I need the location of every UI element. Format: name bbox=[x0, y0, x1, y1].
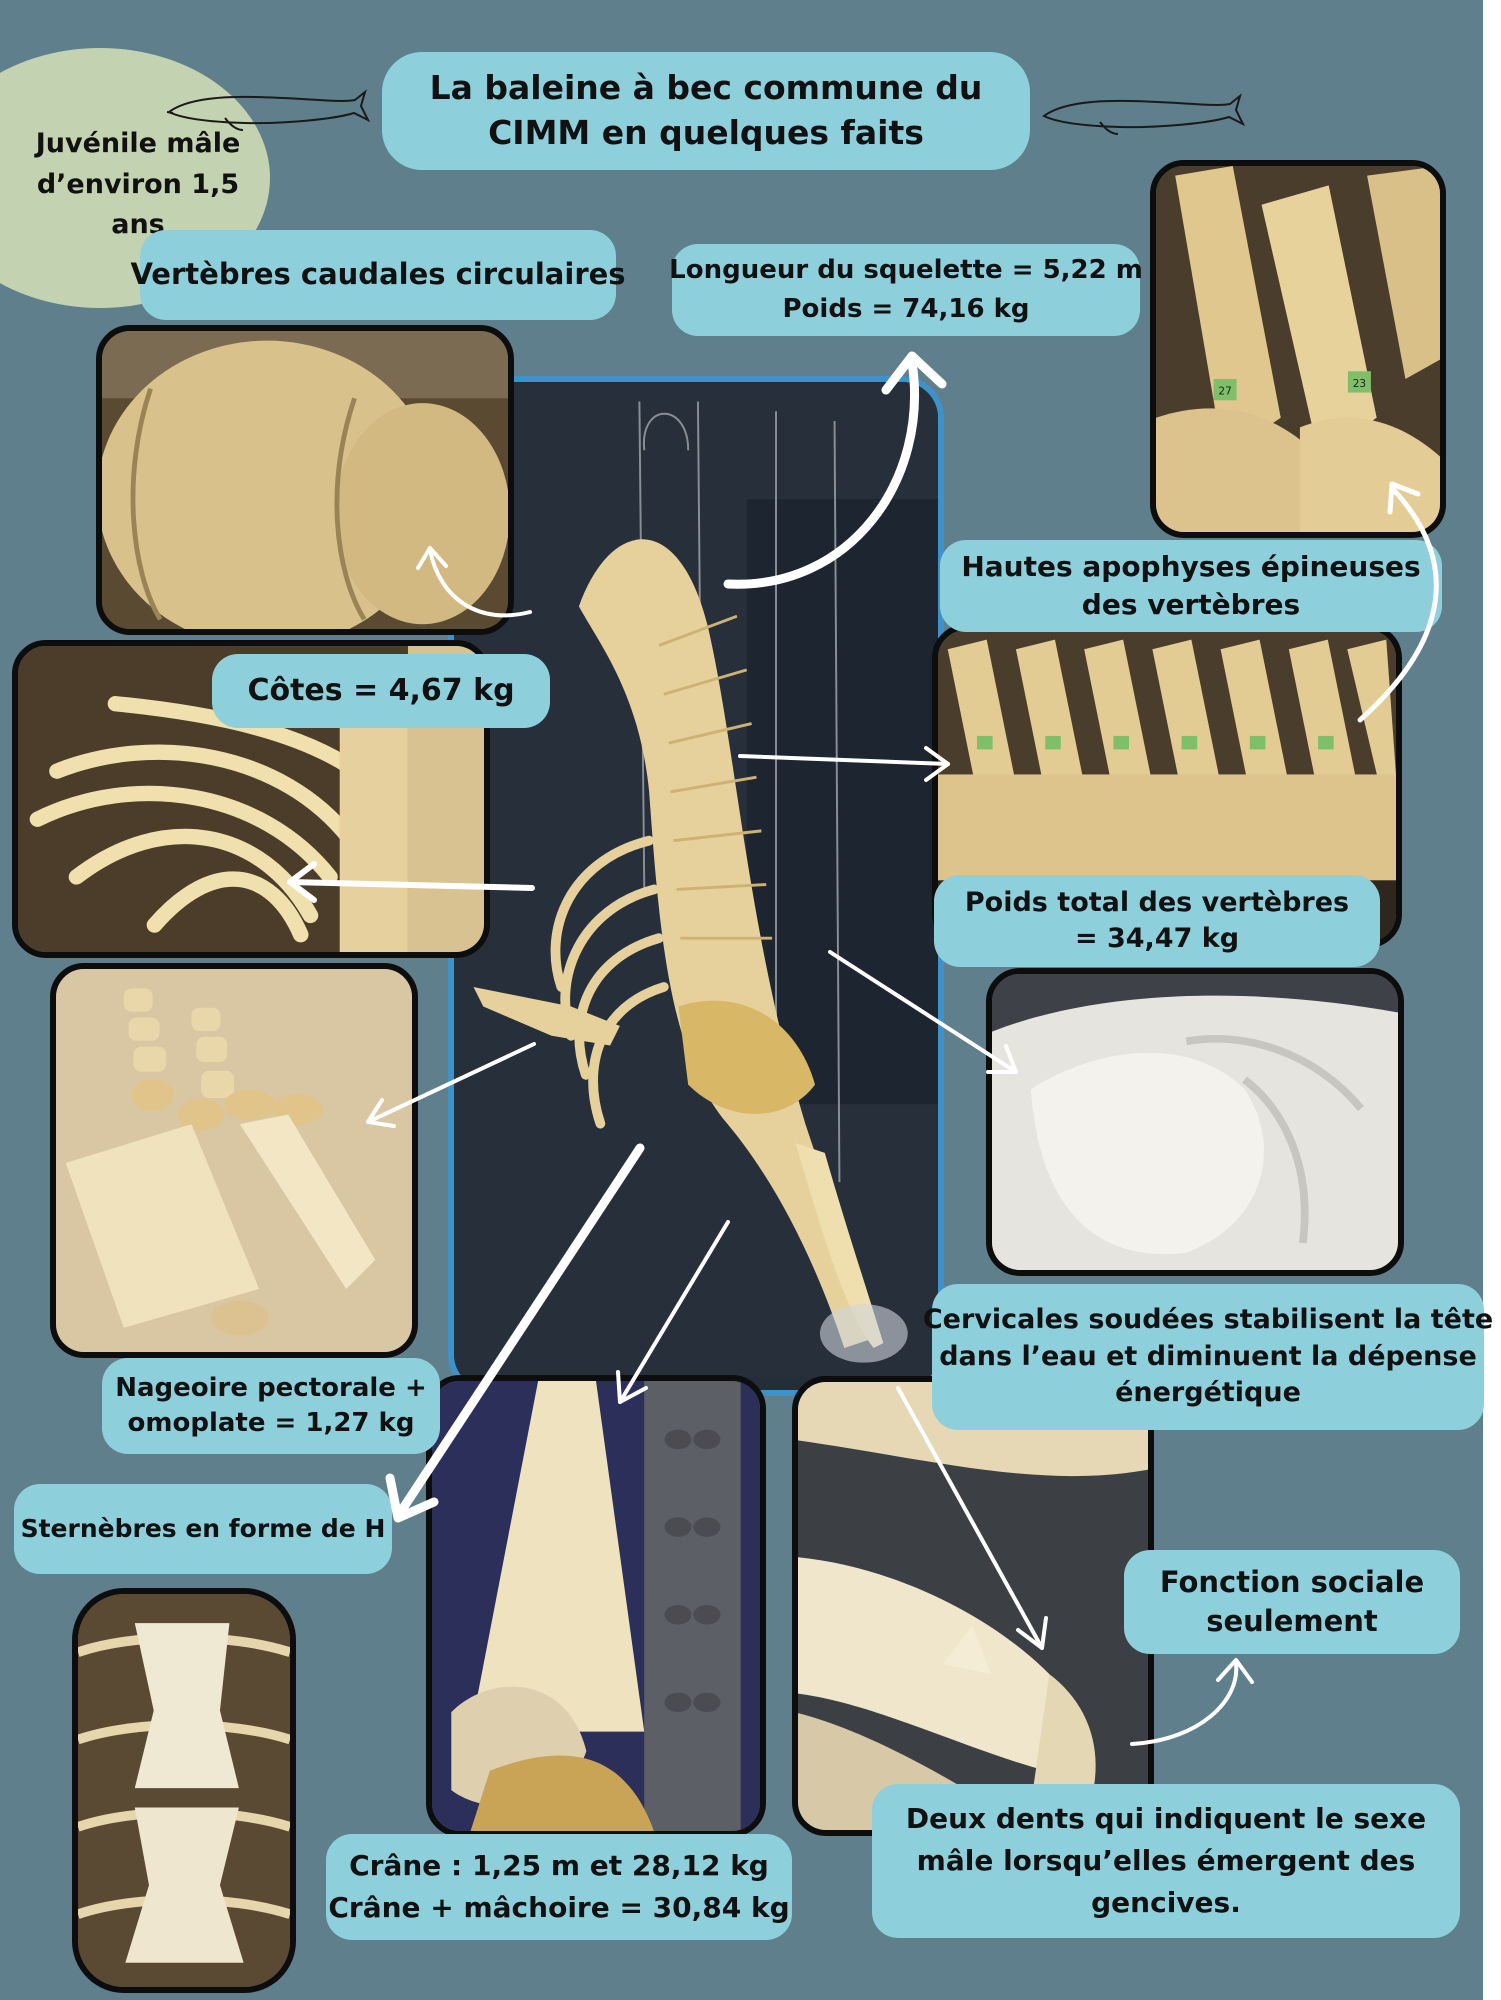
social-function-line-1: Fonction sociale bbox=[1159, 1564, 1425, 1599]
social-function-label: Fonction sociale seulement bbox=[1124, 1550, 1460, 1654]
whale-icon-right bbox=[1042, 93, 1245, 135]
skull-label: Crâne : 1,25 m et 28,12 kg Crâne + mâcho… bbox=[326, 1834, 792, 1940]
cervical-vertebrae-photo bbox=[986, 968, 1404, 1276]
vertebra-tag-23: 23 bbox=[1353, 378, 1366, 390]
caudal-vertebrae-photo bbox=[96, 325, 514, 635]
vertebrae-weight-line-1: Poids total des vertèbres bbox=[964, 886, 1350, 918]
pectoral-fin-line-2: omoplate = 1,27 kg bbox=[127, 1408, 415, 1438]
juvenile-line-2: d’environ 1,5 ans bbox=[36, 168, 240, 241]
teeth-line-3: gencives. bbox=[1091, 1886, 1241, 1919]
sternebrae-photo bbox=[72, 1588, 296, 1993]
social-function-line-2: seulement bbox=[1206, 1604, 1378, 1638]
cervical-line-1: Cervicales soudées stabilisent la tête bbox=[922, 1304, 1494, 1336]
pectoral-fin-label: Nageoire pectorale + omoplate = 1,27 kg bbox=[102, 1358, 440, 1454]
title-banner: La baleine à bec commune du CIMM en quel… bbox=[382, 52, 1030, 170]
sternebrae-text: Sternèbres en forme de H bbox=[20, 1514, 386, 1544]
whale-icon-left bbox=[166, 89, 370, 131]
skeleton-length-text: Longueur du squelette = 5,22 m bbox=[669, 255, 1143, 285]
skull-photo bbox=[426, 1375, 766, 1837]
cervical-line-3: énergétique bbox=[1115, 1377, 1301, 1409]
sternebrae-label: Sternèbres en forme de H bbox=[14, 1484, 392, 1574]
teeth-line-1: Deux dents qui indiquent le sexe bbox=[905, 1802, 1427, 1835]
skeleton-weight-text: Poids = 74,16 kg bbox=[782, 294, 1030, 324]
caudal-vertebrae-text: Vertèbres caudales circulaires bbox=[130, 257, 626, 292]
spinous-processes-label: Hautes apophyses épineuses des vertèbres bbox=[940, 540, 1442, 632]
title-line-1: La baleine à bec commune du bbox=[429, 68, 983, 108]
spinous-processes-photo: 27 23 bbox=[1150, 160, 1446, 538]
spinous-processes-line-2: des vertèbres bbox=[1081, 588, 1301, 621]
cervical-line-2: dans l’eau et diminuent la dépense bbox=[939, 1340, 1477, 1372]
skull-line-2: Crâne + mâchoire = 30,84 kg bbox=[328, 1891, 790, 1924]
cervical-label: Cervicales soudées stabilisent la tête d… bbox=[923, 1284, 1493, 1430]
title-line-2: CIMM en quelques faits bbox=[488, 113, 924, 152]
skull-line-1: Crâne : 1,25 m et 28,12 kg bbox=[349, 1849, 769, 1882]
skeleton-photo bbox=[448, 376, 944, 1396]
arrow-to-social-head bbox=[1216, 1658, 1254, 1684]
vertebra-tag-27: 27 bbox=[1218, 385, 1231, 397]
vertebrae-weight-line-2: = 34,47 kg bbox=[1074, 923, 1240, 954]
teeth-label: Deux dents qui indiquent le sexe mâle lo… bbox=[872, 1784, 1460, 1938]
caudal-vertebrae-label: Vertèbres caudales circulaires bbox=[130, 230, 626, 320]
juvenile-line-1: Juvénile mâle bbox=[35, 128, 241, 159]
pectoral-fin-photo bbox=[50, 963, 418, 1358]
vertebrae-weight-label: Poids total des vertèbres = 34,47 kg bbox=[934, 875, 1380, 967]
ribs-label: Côtes = 4,67 kg bbox=[212, 654, 550, 728]
skeleton-length-label: Longueur du squelette = 5,22 m Poids = 7… bbox=[669, 244, 1143, 336]
teeth-line-2: mâle lorsqu’elles émergent des bbox=[916, 1844, 1416, 1877]
pectoral-fin-line-1: Nageoire pectorale + bbox=[115, 1372, 427, 1403]
spinous-processes-line-1: Hautes apophyses épineuses bbox=[961, 550, 1421, 584]
ribs-text: Côtes = 4,67 kg bbox=[247, 672, 515, 708]
juvenile-text: Juvénile mâle d’environ 1,5 ans bbox=[18, 124, 258, 246]
jaw-teeth-photo bbox=[792, 1376, 1154, 1836]
